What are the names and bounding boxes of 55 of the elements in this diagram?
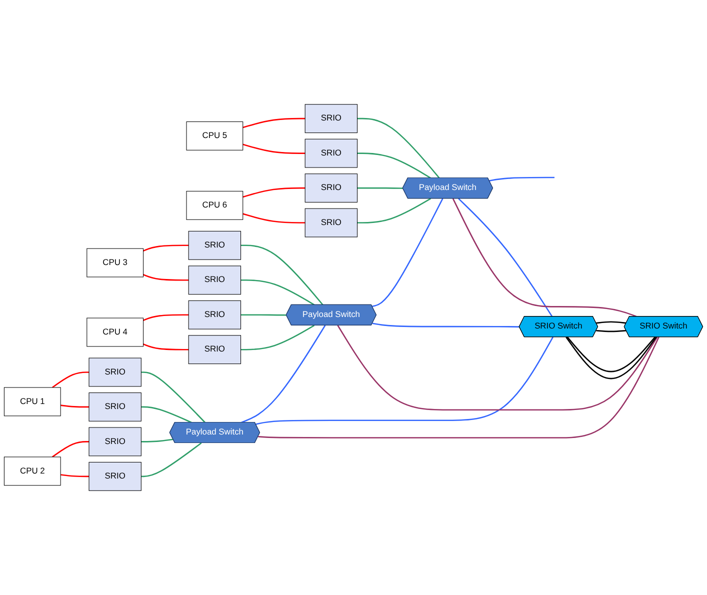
connector bbox=[143, 274, 189, 281]
node-box: SRIO bbox=[88, 462, 142, 491]
node-box: CPU 6 bbox=[186, 190, 244, 220]
connector bbox=[256, 336, 554, 425]
connector bbox=[337, 325, 658, 411]
connector bbox=[52, 372, 89, 388]
connector bbox=[60, 404, 89, 408]
node-box: SRIO bbox=[88, 427, 142, 456]
node-box: SRIO bbox=[188, 230, 242, 260]
node-box: SRIO bbox=[188, 266, 242, 295]
connector bbox=[60, 474, 89, 478]
connector bbox=[52, 441, 89, 458]
connector bbox=[141, 438, 174, 442]
connector bbox=[566, 336, 657, 380]
connector bbox=[452, 198, 637, 318]
connector bbox=[242, 144, 306, 154]
connector bbox=[241, 325, 326, 424]
node-box: CPU 4 bbox=[86, 318, 144, 347]
node-box: SRIO bbox=[88, 358, 142, 387]
node-box: CPU 1 bbox=[4, 387, 61, 416]
node-box: SRIO bbox=[304, 138, 358, 168]
connector bbox=[143, 343, 189, 350]
connector bbox=[357, 187, 403, 189]
node-box: SRIO bbox=[304, 174, 358, 203]
connector bbox=[242, 118, 306, 128]
connector bbox=[357, 152, 432, 179]
node-box: CPU 5 bbox=[186, 121, 244, 150]
node-box: CPU 2 bbox=[4, 456, 61, 486]
connector bbox=[143, 244, 189, 252]
connector bbox=[242, 213, 306, 224]
connector bbox=[596, 321, 626, 324]
node-box: SRIO bbox=[188, 300, 242, 330]
connector bbox=[357, 198, 432, 224]
connector bbox=[240, 244, 324, 306]
connector bbox=[357, 118, 440, 178]
connector bbox=[240, 314, 286, 316]
connector bbox=[489, 176, 554, 182]
node-box: SRIO bbox=[304, 104, 358, 134]
connector bbox=[141, 442, 202, 478]
connector bbox=[240, 279, 315, 306]
connector bbox=[240, 324, 315, 350]
connector bbox=[372, 198, 444, 308]
connector bbox=[242, 187, 306, 198]
connector bbox=[258, 336, 660, 438]
connector bbox=[458, 198, 553, 317]
node-box: SRIO bbox=[88, 392, 142, 422]
connector bbox=[596, 330, 626, 332]
connector bbox=[141, 406, 192, 424]
connector bbox=[372, 322, 520, 328]
node-box: SRIO bbox=[304, 208, 358, 238]
connector bbox=[566, 336, 656, 372]
node-box: CPU 3 bbox=[86, 248, 144, 278]
connector bbox=[141, 372, 206, 423]
connector bbox=[143, 314, 189, 321]
node-box: SRIO bbox=[188, 335, 242, 364]
